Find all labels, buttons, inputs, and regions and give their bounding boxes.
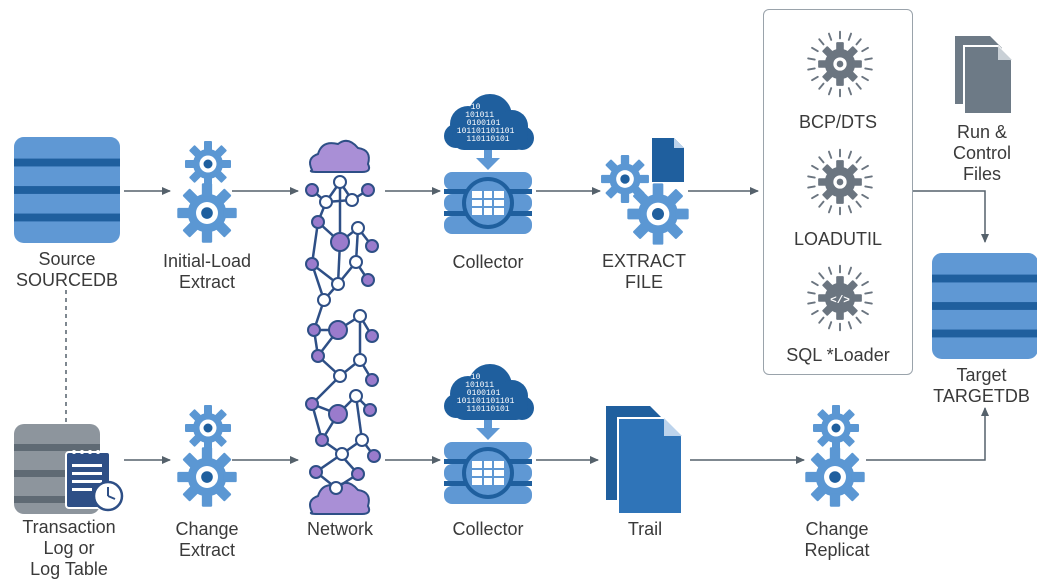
initial-load-small-gear-icon [185, 141, 231, 187]
connectors [65, 187, 989, 464]
arrow-panel-to-target [913, 190, 989, 243]
extract-file-document-icon [652, 138, 684, 182]
svg-text:</>: </> [830, 295, 850, 307]
initial-load-large-gear-icon [177, 183, 237, 243]
collector-bottom-icon: 10 101011 0100101 101101101101 110110101 [443, 363, 535, 505]
change-replicat-large-gear-icon [805, 447, 865, 507]
network-icon [305, 139, 381, 515]
loadutil-label: LOADUTIL [793, 229, 883, 249]
bcp-dts-label: BCP/DTS [798, 112, 877, 132]
binary-text-bottom: 10 101011 0100101 101101101101 110110101 [457, 373, 519, 414]
clock-icon [92, 480, 124, 512]
trail-stacked-documents-icon [606, 406, 683, 515]
target-database-icon [932, 253, 1037, 359]
change-extract-large-gear-icon [177, 447, 237, 507]
extract-file-large-gear-icon [627, 183, 689, 245]
source-database-icon [14, 137, 120, 243]
transaction-log-icon [14, 424, 124, 514]
network-label: Network [306, 519, 373, 539]
binary-text-top: 10 101011 0100101 101101101101 110110101 [457, 103, 519, 144]
collector-top-label: Collector [452, 252, 524, 272]
load-utilities-panel [763, 9, 913, 375]
sql-loader-label: SQL *Loader [786, 345, 890, 365]
sql-loader-burst-code-icon: </> [807, 264, 873, 332]
run-control-files-stacked-documents-icon [955, 36, 1013, 115]
collector-top-icon: 10 101011 0100101 101101101101 110110101 [443, 93, 535, 235]
change-replicat-small-gear-icon [813, 405, 859, 451]
collector-bottom-label: Collector [452, 519, 524, 539]
arrow-replicat-to-target [866, 407, 989, 461]
trail-label: Trail [627, 519, 663, 539]
change-extract-small-gear-icon [185, 405, 231, 451]
